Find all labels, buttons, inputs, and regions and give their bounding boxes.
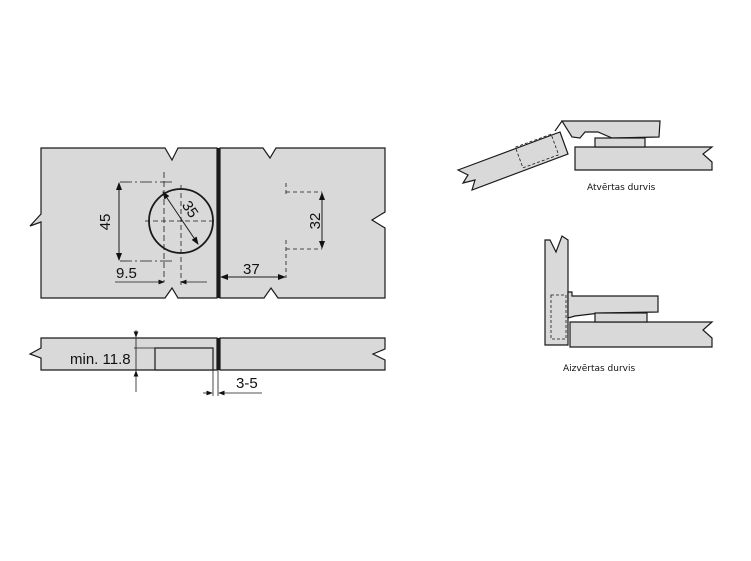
cabinet-panel-closed bbox=[569, 321, 714, 348]
closed-door-caption: Aizvērtas durvis bbox=[563, 364, 635, 374]
cup-hole bbox=[115, 172, 325, 285]
hinge-arm-open bbox=[560, 120, 661, 139]
closed-door-hinge bbox=[544, 235, 714, 348]
cabinet-panel-open bbox=[574, 146, 714, 171]
dim-3-5: 3-5 bbox=[236, 375, 258, 392]
mounting-plate-closed bbox=[594, 312, 648, 323]
cabinet-panel-top bbox=[219, 147, 386, 299]
open-door-caption: Atvērtas durvis bbox=[587, 183, 656, 193]
top-view-panels bbox=[29, 147, 386, 299]
door-panel-closed bbox=[544, 235, 569, 346]
dim-35: 35 bbox=[178, 198, 201, 221]
side-view bbox=[28, 330, 386, 396]
dim-min-11-8: min. 11.8 bbox=[70, 351, 131, 368]
open-door-hinge bbox=[456, 120, 714, 191]
mounting-plate-open bbox=[594, 137, 646, 148]
dim-9-5: 9.5 bbox=[116, 265, 137, 282]
cup-pocket bbox=[154, 347, 214, 371]
dim-37: 37 bbox=[243, 261, 260, 278]
dim-45: 45 bbox=[97, 214, 114, 231]
door-panel-top bbox=[29, 147, 218, 299]
hinge-arm-closed bbox=[567, 291, 659, 319]
door-panel-open bbox=[456, 131, 569, 191]
cabinet-panel-side bbox=[219, 337, 386, 371]
dim-32: 32 bbox=[307, 213, 324, 230]
